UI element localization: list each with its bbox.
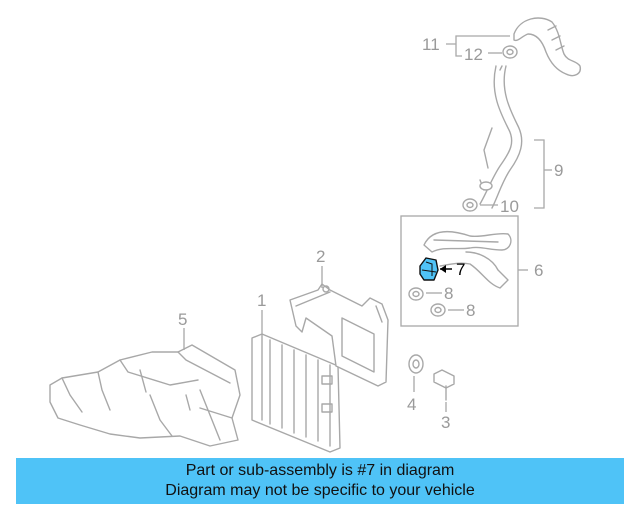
arrow-7 xyxy=(440,265,446,273)
part-6-hoses xyxy=(423,231,512,289)
callout-11: 11 xyxy=(422,35,440,54)
callout-1: 1 xyxy=(257,291,266,310)
part-11-upper-hose xyxy=(513,17,581,77)
part-9-hose xyxy=(479,65,523,209)
callout-2: 2 xyxy=(316,247,325,266)
info-banner: Part or sub-assembly is #7 in diagram Di… xyxy=(16,458,624,504)
part-8-clip-a xyxy=(408,287,424,301)
part-3-bolt xyxy=(433,369,455,401)
banner-line-disclaimer: Diagram may not be specific to your vehi… xyxy=(165,482,475,499)
callout-8a: 8 xyxy=(444,284,453,303)
callout-10: 10 xyxy=(500,197,519,216)
callout-9: 9 xyxy=(554,161,563,180)
part-2-bracket xyxy=(289,283,389,387)
callout-3: 3 xyxy=(441,413,450,432)
part-12-clamp xyxy=(502,45,518,59)
callout-7: 7 xyxy=(456,260,465,279)
callout-5: 5 xyxy=(178,310,187,329)
callout-4: 4 xyxy=(407,395,416,414)
callout-12: 12 xyxy=(464,45,483,64)
part-8-clip-b xyxy=(430,303,446,317)
bracket-9 xyxy=(534,139,545,209)
assembly-box-6 xyxy=(400,215,519,327)
banner-line-part: Part or sub-assembly is #7 in diagram xyxy=(185,462,455,479)
parts-diagram: 5 1 2 4 3 6 7 xyxy=(49,17,581,453)
part-10-clamp xyxy=(462,198,478,212)
callout-8b: 8 xyxy=(466,301,475,320)
leader-11 xyxy=(446,35,510,57)
part-5-deflector xyxy=(49,344,241,447)
part-7-connector-highlight xyxy=(419,257,439,281)
part-4-grommet xyxy=(408,354,424,374)
callout-6: 6 xyxy=(534,261,543,280)
part-1-cooler xyxy=(251,333,341,453)
